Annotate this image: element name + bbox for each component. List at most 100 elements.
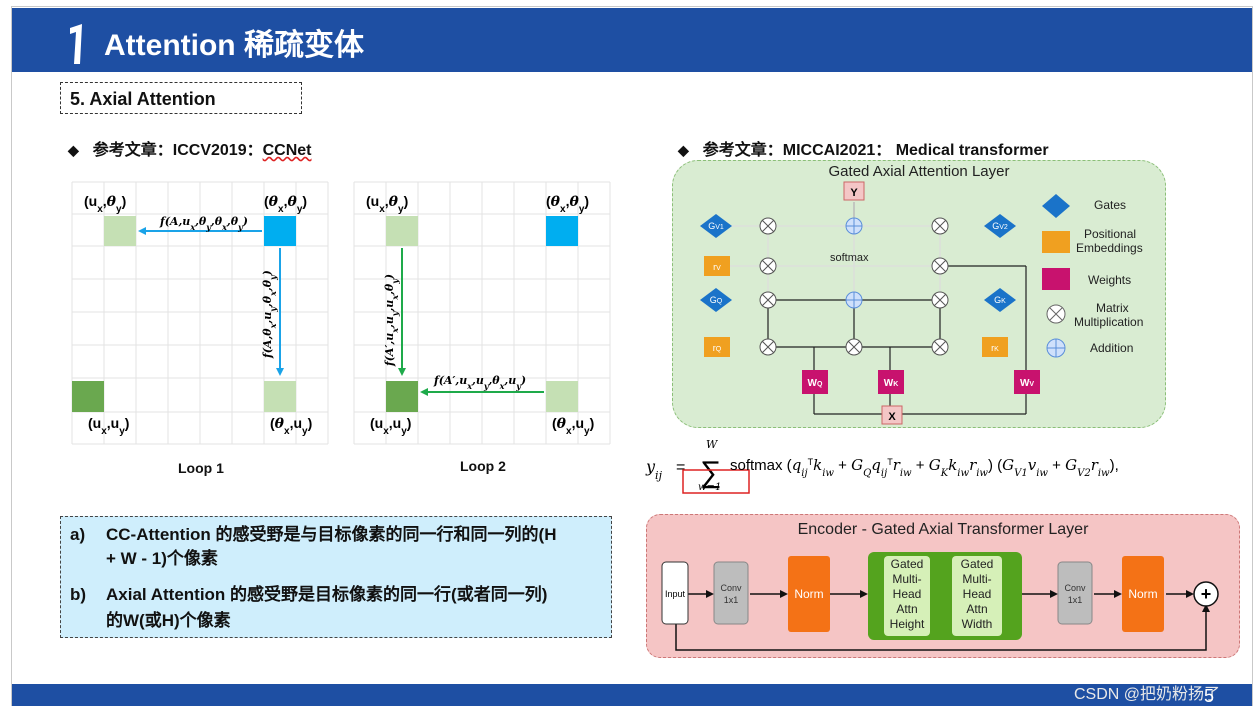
gated-title: Gated Axial Attention Layer	[828, 163, 1010, 180]
svg-text:WV: WV	[1020, 378, 1034, 389]
legend-positional-icon	[1042, 231, 1070, 253]
svg-text:(ux,θy): (ux,θy)	[366, 193, 408, 215]
diamond-bullet-icon: ◆	[678, 142, 689, 158]
svg-text:Multi-: Multi-	[892, 572, 921, 586]
section-title: 5. Axial Attention	[70, 89, 216, 109]
legend-gates-icon	[1042, 194, 1070, 218]
positional-embedding-icons	[704, 256, 1008, 357]
left-reference: ◆ 参考文章：ICCV2019：CCNet	[68, 136, 312, 160]
svg-text:Height: Height	[890, 617, 925, 631]
svg-text:Attn: Attn	[896, 602, 917, 616]
right-reference: ◆ 参考文章：MICCAI2021： Medical transformer	[678, 136, 1049, 160]
svg-text:yij: yij	[645, 457, 663, 482]
svg-text:Conv: Conv	[720, 583, 742, 593]
gated-axial-attention-layer: Gated Axial Attention Layer	[672, 160, 1166, 428]
weight-icons	[802, 370, 1040, 394]
svg-text:1x1: 1x1	[724, 595, 739, 605]
svg-text:GK: GK	[994, 295, 1006, 305]
svg-text:GV2: GV2	[992, 221, 1008, 231]
left-reference-text: 参考文章：ICCV2019：	[92, 142, 263, 159]
sum-index-highlight	[682, 469, 750, 494]
svg-text:Norm: Norm	[794, 587, 823, 601]
svg-text:softmax: softmax	[830, 252, 869, 264]
svg-text:f(A,θx,uy,θx,θy): f(A,θx,uy,θx,θy)	[261, 270, 278, 359]
loop2-cell-u-u	[386, 381, 418, 412]
section-box: 5. Axial Attention	[60, 82, 302, 114]
residual-plus-icon	[1193, 581, 1219, 607]
slide-footer	[12, 684, 1252, 706]
svg-text:rQ: rQ	[713, 343, 722, 353]
page-number: 5	[1204, 686, 1215, 706]
svg-text:1x1: 1x1	[1068, 595, 1083, 605]
encoder-conv1-box	[713, 561, 749, 625]
encoder-norm2-box	[1122, 556, 1164, 632]
svg-text:Y: Y	[850, 187, 858, 199]
gated-width-box	[952, 556, 1002, 636]
svg-text:Embeddings: Embeddings	[1076, 241, 1143, 255]
svg-text:Norm: Norm	[1128, 587, 1157, 601]
right-reference-text: 参考文章：MICCAI2021： Medical transformer	[702, 142, 1049, 159]
svg-text:WK: WK	[884, 378, 899, 389]
output-y-box	[843, 181, 865, 201]
slide-header: Attention 稀疏变体	[12, 8, 1252, 72]
diamond-bullet-icon: ◆	[68, 142, 79, 158]
svg-text:GV1: GV1	[708, 221, 724, 231]
svg-text:(ux,uy): (ux,uy)	[88, 415, 129, 437]
encoder-diagram: Input Conv 1x1 Norm GatedMulti-HeadAttnH…	[661, 552, 1219, 651]
svg-text:Gated: Gated	[891, 557, 924, 571]
svg-text:Attn: Attn	[966, 602, 987, 616]
loop2-cell-u-theta	[386, 216, 418, 246]
loop1-diagram: f(A,ux,θy,θx,θy) f(A,θx,uy,θx,θy) (ux,θy…	[71, 181, 329, 445]
attention-formula: yij = ∑ W w=1 softmax (qijTkiw + GQqijTr…	[645, 438, 1119, 494]
watermark: CSDN @把奶粉扬了	[1074, 686, 1221, 703]
svg-text:rV: rV	[713, 262, 721, 272]
input-x-box	[881, 405, 903, 425]
svg-text:f(A,ux,θy,θx,θy): f(A,ux,θy,θx,θy)	[159, 215, 248, 232]
svg-text:Multiplication: Multiplication	[1074, 315, 1143, 329]
ccnet-link[interactable]: CCNet	[262, 142, 312, 159]
svg-text:(θx,θy): (θx,θy)	[264, 193, 307, 215]
gates-icons	[700, 214, 1016, 312]
svg-text:=: =	[676, 459, 685, 476]
svg-text:(θx,θy): (θx,θy)	[546, 193, 589, 215]
svg-text:Head: Head	[893, 587, 922, 601]
svg-text:(θx,uy): (θx,uy)	[270, 415, 312, 437]
gated-diagram: Y GV1 GQ GV2 GK	[700, 181, 1143, 425]
svg-text:∑: ∑	[700, 456, 721, 489]
svg-text:(ux,uy): (ux,uy)	[370, 415, 411, 437]
svg-text:Matrix: Matrix	[1096, 301, 1129, 315]
svg-text:Gates: Gates	[1094, 198, 1126, 212]
note-a: a)CC-Attention 的感受野是与目标像素的同一行和同一列的(H	[70, 525, 557, 544]
svg-text:Width: Width	[962, 617, 993, 631]
svg-text:Addition: Addition	[1090, 341, 1133, 355]
svg-text:Input: Input	[665, 589, 686, 599]
loop1-cell-u-u	[72, 381, 104, 412]
encoder-conv2-box	[1057, 561, 1093, 625]
svg-text:Conv: Conv	[1064, 583, 1086, 593]
svg-text:Head: Head	[963, 587, 992, 601]
loop1-caption: Loop 1	[178, 460, 224, 476]
svg-text:Weights: Weights	[1088, 273, 1131, 287]
svg-text:+: +	[1201, 584, 1212, 604]
svg-text:GQ: GQ	[710, 295, 723, 305]
note-a-cont: + W - 1)个像素	[106, 549, 218, 568]
slide-title: Attention 稀疏变体	[104, 29, 364, 62]
svg-text:f(A′,ux,uy,θx,uy): f(A′,ux,uy,θx,uy)	[433, 374, 526, 391]
svg-text:W: W	[706, 438, 719, 451]
svg-text:rK: rK	[991, 343, 999, 353]
svg-text:Multi-: Multi-	[962, 572, 991, 586]
encoder-input-box	[661, 561, 689, 625]
gated-height-box	[884, 556, 930, 636]
svg-text:(θx,uy): (θx,uy)	[552, 415, 594, 437]
loop1-cell-u-theta	[104, 216, 136, 246]
encoder-norm1-box	[788, 556, 830, 632]
loop2-diagram: f(A′,ux,uy,θx,uy) f(A′,ux,uy,ux,θy) (ux,…	[353, 181, 611, 445]
svg-text:(ux,θy): (ux,θy)	[84, 193, 126, 215]
loop2-cell-target	[546, 216, 578, 246]
notes-box: a)CC-Attention 的感受野是与目标像素的同一行和同一列的(H + W…	[60, 516, 612, 638]
svg-text:WQ: WQ	[808, 378, 823, 389]
svg-text:X: X	[888, 411, 896, 423]
svg-text:w=1: w=1	[698, 482, 721, 493]
svg-text:Positional: Positional	[1084, 227, 1136, 241]
svg-text:f(A′,ux,uy,ux,θy): f(A′,ux,uy,ux,θy)	[383, 274, 400, 367]
